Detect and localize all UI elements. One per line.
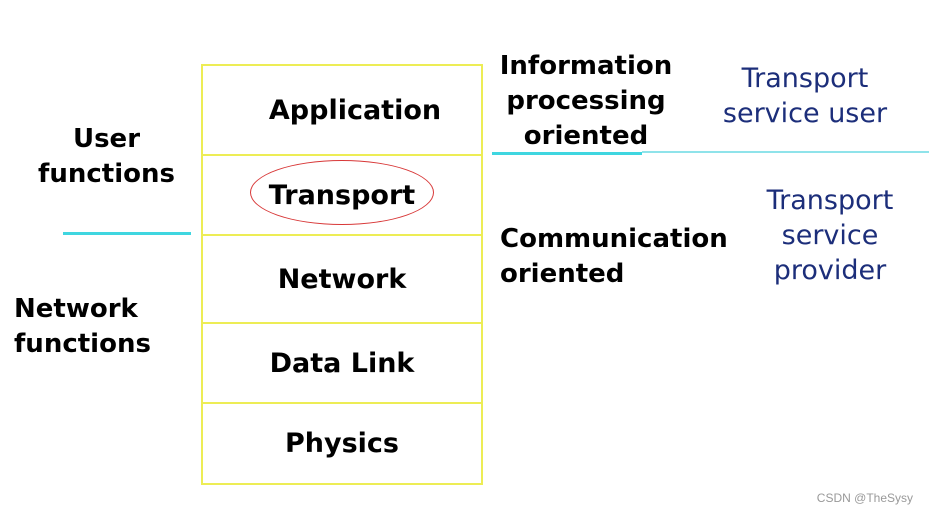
info-line-3: oriented (523, 121, 649, 151)
service-divider (642, 151, 929, 153)
service-user-line-2: service user (722, 98, 888, 129)
info-line-1: Information (499, 51, 673, 81)
layer-physics: Physics (201, 402, 483, 485)
layer-network-label: Network (277, 263, 407, 295)
service-provider-line-3: provider (773, 255, 887, 286)
user-functions-line-1: User (72, 124, 141, 154)
network-functions-line-1: Network (14, 294, 138, 324)
service-user-line-1: Transport (741, 63, 869, 94)
service-provider-line-2: service (781, 220, 879, 251)
osi-layer-stack: Application Transport Network Data Link … (201, 64, 483, 485)
user-functions-label: User functions (34, 122, 179, 192)
communication-line-1: Communication (500, 224, 728, 254)
layer-data-link-label: Data Link (269, 347, 415, 379)
layer-physics-label: Physics (284, 428, 399, 459)
transport-service-user-label: Transport service user (718, 61, 892, 131)
info-line-2: processing (506, 86, 666, 116)
layer-data-link: Data Link (201, 322, 483, 404)
communication-line-2: oriented (500, 259, 625, 289)
layer-application-label: Application (268, 94, 442, 126)
information-processing-label: Information processing oriented (497, 49, 675, 154)
network-functions-line-2: functions (14, 329, 151, 359)
layer-network: Network (201, 234, 483, 324)
service-provider-line-1: Transport (766, 185, 894, 216)
network-functions-label: Network functions (14, 292, 151, 362)
watermark: CSDN @TheSysy (816, 491, 913, 505)
transport-highlight-oval (250, 160, 434, 225)
transport-service-provider-label: Transport service provider (752, 183, 908, 288)
user-network-divider (63, 232, 191, 235)
layer-application: Application (201, 64, 483, 156)
communication-oriented-label: Communication oriented (500, 222, 728, 292)
user-functions-line-2: functions (38, 159, 175, 189)
orientation-divider (492, 152, 642, 155)
